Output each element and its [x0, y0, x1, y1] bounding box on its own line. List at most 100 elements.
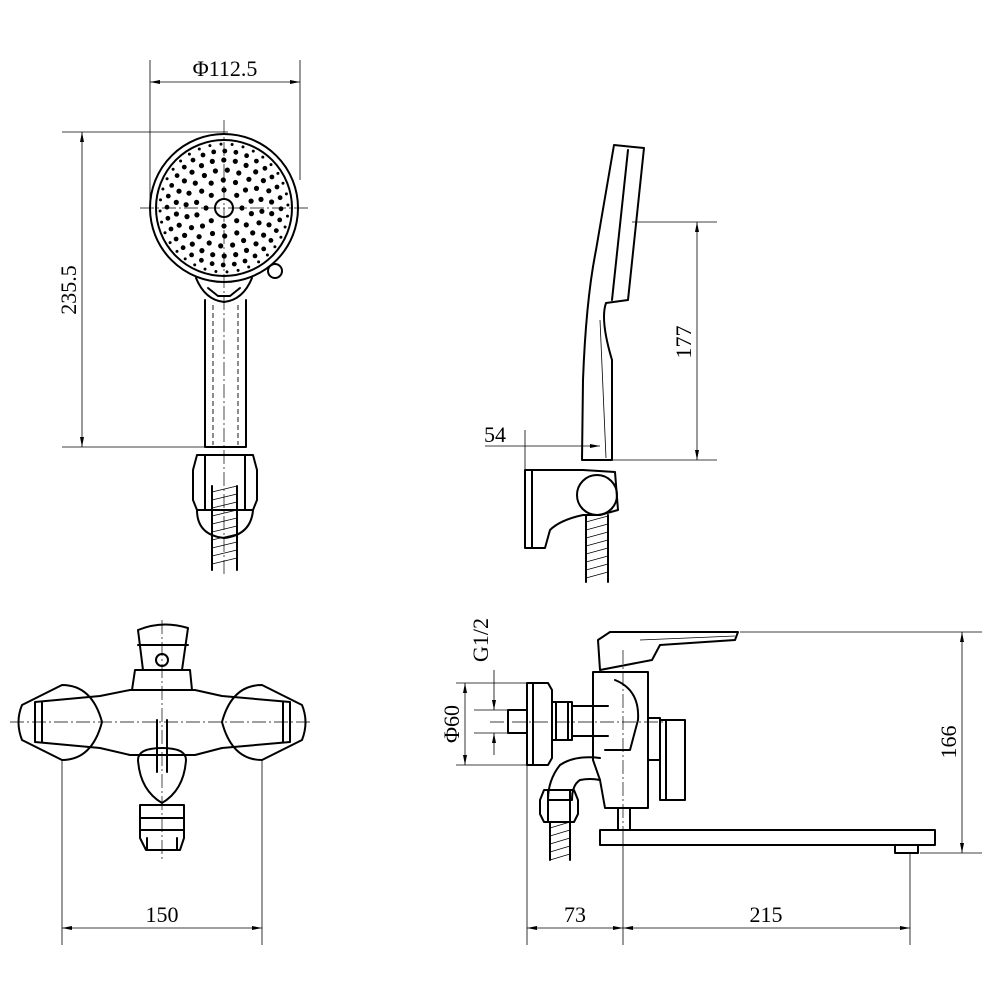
nozzle-dot [220, 177, 226, 183]
nozzle-dot [165, 215, 171, 221]
nozzle-dot [200, 152, 206, 158]
nozzle-dot [179, 159, 183, 163]
nozzle-dot [284, 192, 288, 196]
handset-height-label: 177 [671, 326, 696, 359]
nozzle-dot [208, 218, 214, 224]
nozzle-dot [248, 211, 254, 217]
hand-shower-front-view [140, 120, 308, 575]
nozzle-dot [233, 252, 239, 258]
nozzle-dot [242, 187, 249, 193]
nozzle-dot [208, 144, 212, 148]
nozzle-dot [222, 148, 228, 154]
nozzle-dot [259, 208, 265, 214]
nozzle-dot [261, 246, 267, 252]
nozzle-dot [163, 231, 167, 235]
nozzle-dot [221, 223, 227, 229]
nozzle-dot [220, 262, 226, 268]
nozzle-dot [192, 180, 198, 186]
nozzle-dot [209, 261, 215, 267]
wall-to-body-label: 73 [564, 902, 586, 927]
nozzle-dot [189, 169, 195, 175]
spout-reach-label: 215 [750, 902, 783, 927]
nozzle-dot [187, 152, 191, 156]
nozzle-dot [266, 222, 272, 228]
total-height-label: 166 [936, 726, 961, 759]
nozzle-dot [273, 228, 279, 234]
nozzle-dot [169, 183, 175, 188]
nozzle-dot [260, 178, 266, 184]
nozzle-dot [206, 240, 212, 246]
nozzle-dot [256, 220, 262, 226]
nozzle-dot [209, 158, 215, 164]
mixer-front-view [10, 620, 312, 860]
nozzle-dot [173, 211, 179, 217]
nozzle-dot [199, 188, 205, 194]
nozzle-dot [274, 184, 280, 190]
nozzle-dot [210, 252, 216, 258]
nozzle-dot [261, 232, 267, 238]
nozzle-dot [265, 253, 269, 257]
nozzle-dot [222, 233, 228, 239]
body-width-label: 150 [146, 902, 179, 927]
nozzle-dot [173, 236, 179, 242]
nozzle-dot [257, 260, 261, 264]
nozzle-dot [159, 198, 162, 202]
nozzle-dot [211, 149, 217, 155]
nozzle-dot [243, 222, 249, 228]
nozzle-dot [234, 230, 240, 236]
nozzle-dot [254, 158, 259, 164]
nozzle-dot [266, 188, 272, 194]
dimension-total-height: 166 [740, 631, 982, 854]
nozzle-dot [208, 192, 214, 198]
nozzle-dot [230, 242, 236, 248]
nozzle-dot [164, 204, 170, 210]
nozzle-dot [221, 253, 227, 259]
nozzle-dot [269, 199, 275, 205]
nozzle-dot [247, 265, 251, 269]
nozzle-dot [243, 247, 250, 253]
nozzle-dot [268, 238, 274, 243]
nozzle-dot [233, 149, 239, 155]
nozzle-dot [232, 179, 239, 186]
nozzle-dot [224, 167, 230, 173]
nozzle-dot [221, 187, 227, 193]
nozzle-dot [193, 263, 197, 267]
nozzle-dot [175, 249, 179, 253]
nozzle-dot [250, 230, 256, 236]
nozzle-dot [277, 195, 283, 201]
dimension-handset-height: 177 [612, 221, 717, 461]
nozzle-dot [168, 226, 174, 232]
nozzle-dot [201, 172, 207, 179]
nozzle-dot [198, 163, 205, 169]
nozzle-dot [218, 243, 224, 249]
nozzle-dot [286, 203, 290, 207]
nozzle-dot [273, 245, 277, 249]
nozzle-dot [251, 149, 255, 153]
nozzle-dot [194, 199, 200, 205]
nozzle-dot [252, 253, 258, 259]
nozzle-dot [278, 206, 284, 212]
nozzle-dot [286, 214, 289, 218]
holder-offset-label: 54 [484, 422, 506, 447]
nozzle-dot [283, 225, 287, 229]
nozzle-dot [182, 232, 188, 238]
dimension-spout-reach: 215 [623, 853, 911, 945]
nozzle-dot [160, 220, 164, 224]
nozzle-dot [165, 193, 171, 199]
dimension-wall-to-body: 73 [526, 765, 624, 945]
nozzle-dot [199, 248, 205, 254]
nozzle-dot [261, 155, 265, 159]
nozzle-dot [212, 168, 218, 174]
nozzle-dot [174, 173, 180, 179]
nozzle-dot [197, 147, 201, 151]
nozzle-dot [209, 230, 216, 237]
nozzle-dot [214, 270, 218, 273]
nozzle-dot [190, 157, 196, 163]
nozzle-dot [262, 165, 268, 171]
nozzle-dot [173, 199, 179, 205]
nozzle-dot [203, 267, 207, 271]
nozzle-dot [199, 223, 206, 229]
nozzle-dot [168, 241, 172, 245]
nozzle-dot [181, 164, 187, 170]
